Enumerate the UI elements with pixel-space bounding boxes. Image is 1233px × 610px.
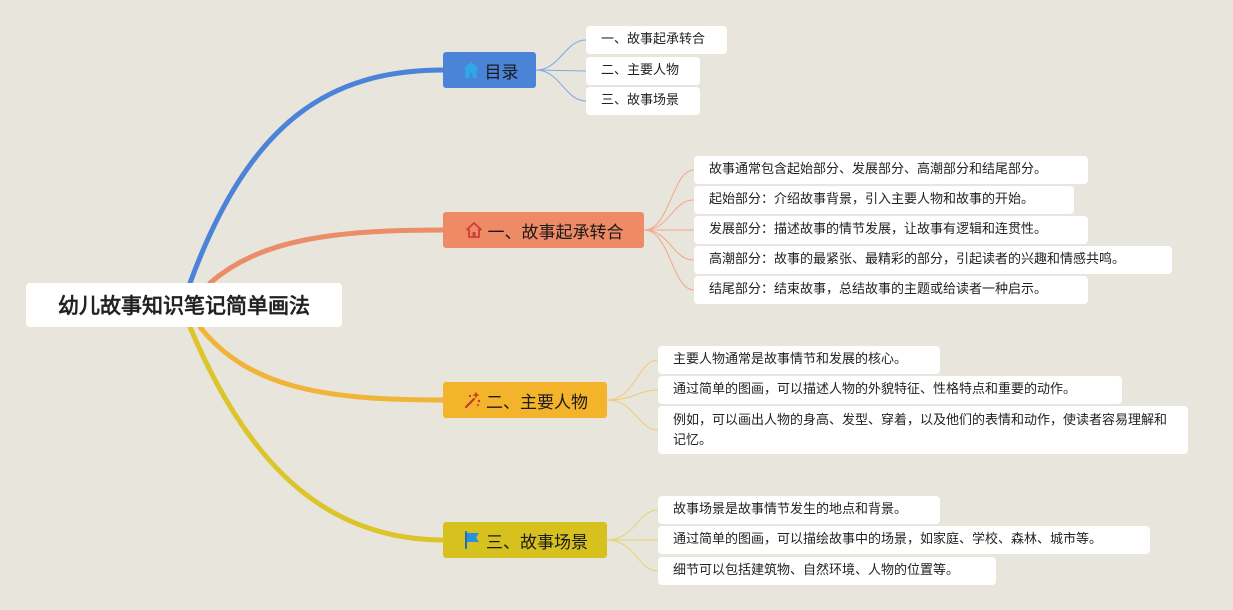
connector-toc-2 xyxy=(535,69,587,72)
root-topic[interactable]: 幼儿故事知识笔记简单画法 xyxy=(26,283,342,327)
list-item[interactable]: 结尾部分：结束故事，总结故事的主题或给读者一种启示。 xyxy=(694,276,1088,304)
list-item[interactable]: 故事通常包含起始部分、发展部分、高潮部分和结尾部分。 xyxy=(694,156,1088,184)
branch-section-2-label: 二、主要人物 xyxy=(486,392,588,413)
list-item[interactable]: 二、主要人物 xyxy=(586,57,700,85)
connector-s3-3 xyxy=(606,539,659,572)
home-icon xyxy=(462,62,479,78)
connector-s1-2 xyxy=(643,199,695,231)
connector-root-s3 xyxy=(187,324,447,543)
branch-section-1[interactable]: 一、故事起承转合 xyxy=(443,212,644,248)
branch-section-1-label: 一、故事起承转合 xyxy=(487,222,624,243)
list-item[interactable]: 一、故事起承转合 xyxy=(586,26,727,54)
connector-s2-3 xyxy=(606,399,659,431)
list-item[interactable]: 通过简单的图画，可以描绘故事中的场景，如家庭、学校、森林、城市等。 xyxy=(658,526,1150,554)
branch-section-2[interactable]: 二、主要人物 xyxy=(443,382,607,418)
list-item[interactable]: 三、故事场景 xyxy=(586,87,700,115)
connector-root-toc xyxy=(187,67,447,286)
connector-s1-5 xyxy=(643,229,695,291)
list-item[interactable]: 例如，可以画出人物的身高、发型、穿着，以及他们的表情和动作，使读者容易理解和记忆… xyxy=(658,406,1188,454)
connector-root-s1 xyxy=(207,227,447,286)
branch-toc-label: 目录 xyxy=(484,62,519,83)
connector-s1-1 xyxy=(643,169,695,231)
connector-s1-4 xyxy=(643,229,695,261)
connector-s2-1 xyxy=(606,359,659,401)
list-item[interactable]: 发展部分：描述故事的情节发展，让故事有逻辑和连贯性。 xyxy=(694,216,1088,244)
list-item[interactable]: 通过简单的图画，可以描述人物的外貌特征、性格特点和重要的动作。 xyxy=(658,376,1122,404)
flag-icon xyxy=(465,531,479,549)
list-item[interactable]: 高潮部分：故事的最紧张、最精彩的部分，引起读者的兴趣和情感共鸣。 xyxy=(694,246,1172,274)
connector-s2-2 xyxy=(606,389,659,401)
branch-toc[interactable]: 目录 xyxy=(443,52,536,88)
list-item[interactable]: 故事场景是故事情节发生的地点和背景。 xyxy=(658,496,940,524)
connector-toc-3 xyxy=(535,69,587,102)
list-item[interactable]: 主要人物通常是故事情节和发展的核心。 xyxy=(658,346,940,374)
connector-root-s2 xyxy=(197,324,447,403)
list-item[interactable]: 细节可以包括建筑物、自然环境、人物的位置等。 xyxy=(658,557,996,585)
connector-toc-1 xyxy=(535,39,587,71)
branch-section-3[interactable]: 三、故事场景 xyxy=(443,522,607,558)
magic-wand-icon xyxy=(464,392,481,409)
house-outline-icon xyxy=(465,222,482,238)
branch-section-3-label: 三、故事场景 xyxy=(486,532,588,553)
connector-s3-1 xyxy=(606,509,659,541)
list-item[interactable]: 起始部分：介绍故事背景，引入主要人物和故事的开始。 xyxy=(694,186,1074,214)
